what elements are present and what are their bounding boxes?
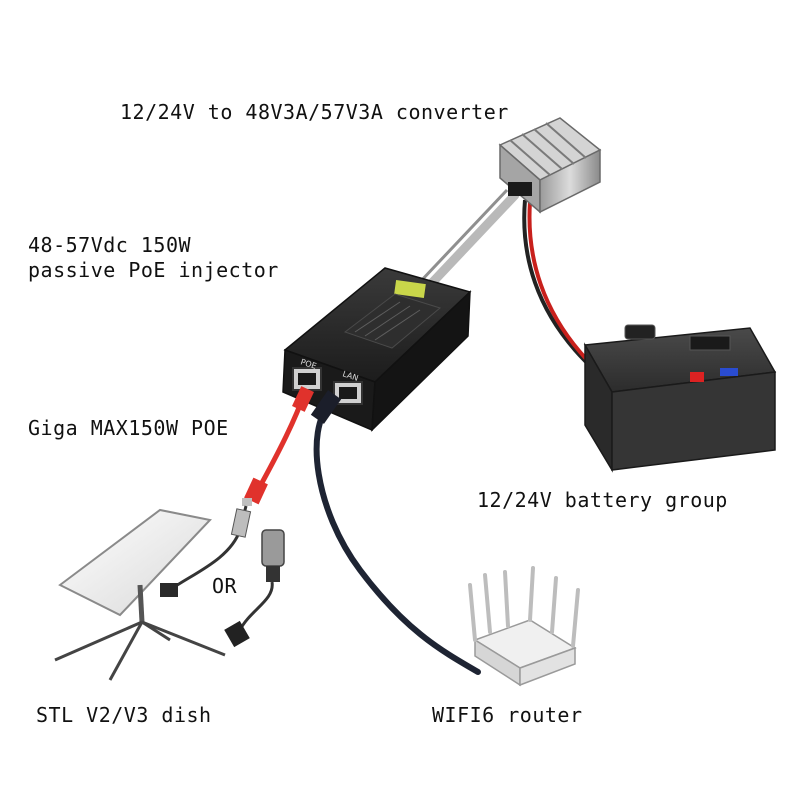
poe-cable [242,386,314,506]
injector-label: 48-57Vdc 150W passive PoE injector [28,233,279,283]
dish-label: STL V2/V3 dish [36,703,212,727]
injector-label-line2: passive PoE injector [28,258,279,282]
dc-converter [498,117,602,214]
poe-injector: POE LAN [282,267,472,432]
injector-label-line1: 48-57Vdc 150W [28,233,192,257]
dish-cable [160,505,252,597]
v3-adapter-cable [224,529,285,648]
satellite-dish [54,508,226,681]
router-label: WIFI6 router [432,703,583,727]
wifi-router [468,566,580,687]
battery-pack [583,324,777,473]
poe-cable-label: Giga MAX150W POE [28,416,229,440]
converter-output-cable [418,188,520,290]
converter-label: 12/24V to 48V3A/57V3A converter [120,100,509,124]
or-label: OR [212,574,238,598]
lan-cable [310,390,481,675]
battery-label: 12/24V battery group [477,488,728,512]
